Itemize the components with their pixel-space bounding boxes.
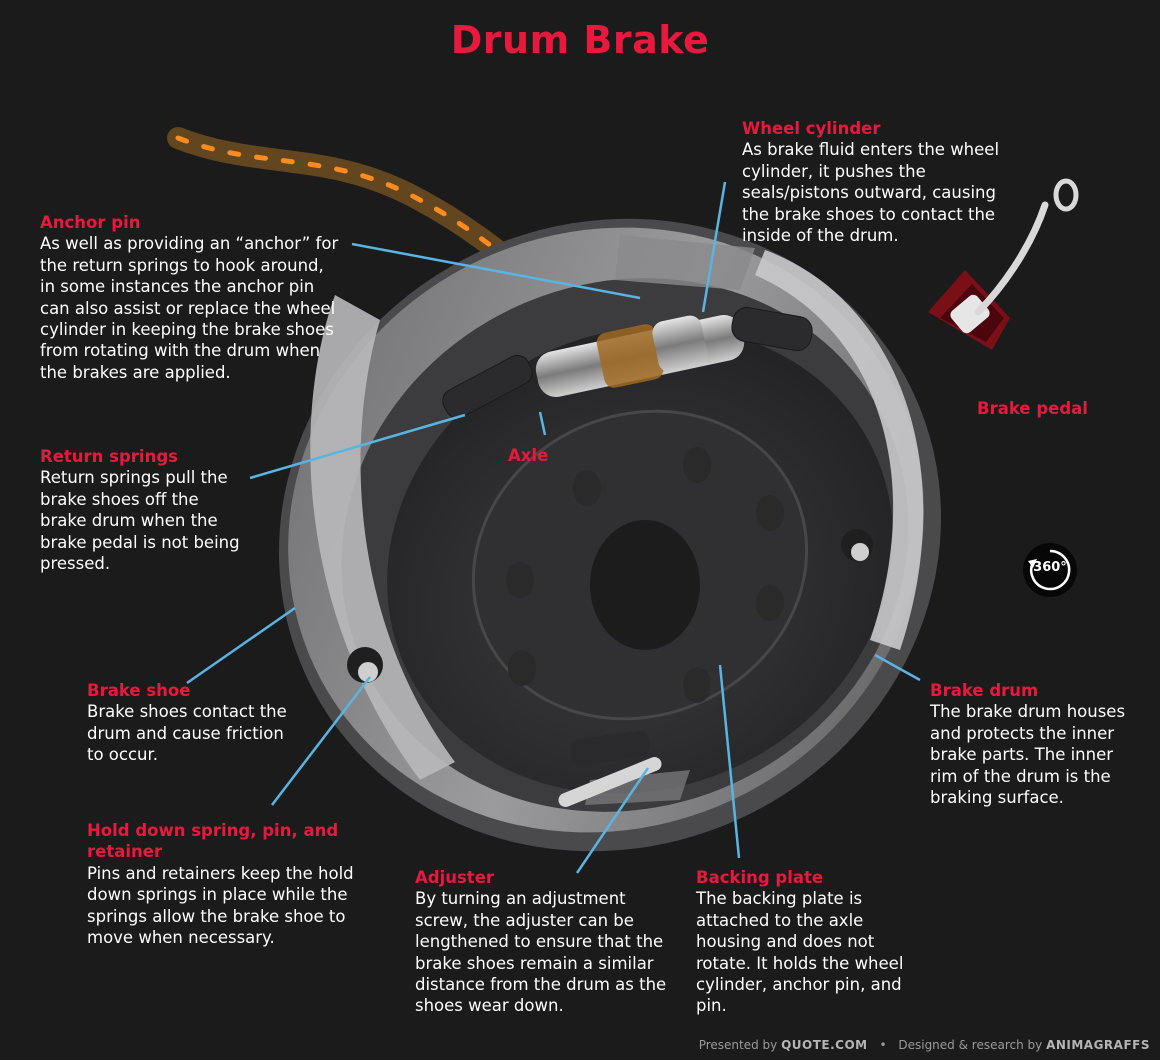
footer-presented: Presented by (698, 1038, 778, 1052)
callout-brake-shoe: Brake shoe Brake shoes contact the drum … (87, 680, 297, 766)
callout-heading: Adjuster (415, 868, 495, 887)
callout-heading: Anchor pin (40, 213, 141, 232)
lug-holes (506, 447, 784, 703)
callout-heading: Backing plate (696, 868, 824, 887)
callout-heading: Hold down spring, pin, and retainer (87, 821, 339, 862)
adjuster-assembly (558, 730, 662, 807)
page-title: Drum Brake (450, 18, 710, 62)
leader-lines (186, 181, 921, 874)
callout-wheel-cylinder: Wheel cylinder As brake fluid enters the… (742, 118, 1004, 246)
brake-shoes (310, 235, 924, 805)
footer-separator: • (879, 1038, 887, 1052)
callout-anchor-pin: Anchor pin As well as providing an “anch… (40, 212, 340, 383)
rotate-label: 360° (1033, 560, 1067, 575)
callout-text: Return springs pull the brake shoes off … (40, 468, 240, 574)
footer-animagraffs-link[interactable]: ANIMAGRAFFS (1046, 1038, 1150, 1052)
callout-text: Pins and retainers keep the hold down sp… (87, 863, 354, 948)
callout-heading: Brake drum (930, 681, 1039, 700)
callout-text: Brake shoes contact the drum and cause f… (87, 702, 287, 765)
label-axle: Axle (508, 446, 549, 465)
label-brake-pedal: Brake pedal (977, 399, 1088, 418)
callout-brake-drum: Brake drum The brake drum houses and pro… (930, 680, 1135, 808)
callout-text: As brake fluid enters the wheel cylinder… (742, 140, 1000, 246)
footer-credits: Presented by QUOTE.COM • Designed & rese… (699, 1038, 1150, 1052)
return-springs (442, 307, 813, 419)
callout-heading: Brake shoe (87, 681, 191, 700)
hold-down-pins (347, 529, 873, 683)
callout-text: The backing plate is attached to the axl… (696, 889, 904, 1016)
brake-pedal-icon (928, 178, 1079, 350)
callout-heading: Wheel cylinder (742, 119, 881, 138)
callout-return-springs: Return springs Return springs pull the b… (40, 446, 246, 574)
callout-hold-down: Hold down spring, pin, and retainer Pins… (87, 820, 362, 948)
footer-quote-link[interactable]: QUOTE.COM (781, 1038, 868, 1052)
callout-adjuster: Adjuster By turning an adjustment screw,… (415, 867, 670, 1017)
callout-text: By turning an adjustment screw, the adju… (415, 889, 667, 1016)
callout-heading: Return springs (40, 447, 178, 466)
footer-designed: Designed & research by (898, 1038, 1043, 1052)
callout-text: As well as providing an “anchor” for the… (40, 234, 339, 382)
rotate-360-button[interactable]: 360° (1023, 543, 1077, 597)
wheel-cylinder (535, 315, 745, 397)
rotate-icon (1028, 549, 1071, 591)
callout-text: The brake drum houses and protects the i… (930, 702, 1126, 808)
callout-backing-plate: Backing plate The backing plate is attac… (696, 867, 906, 1017)
